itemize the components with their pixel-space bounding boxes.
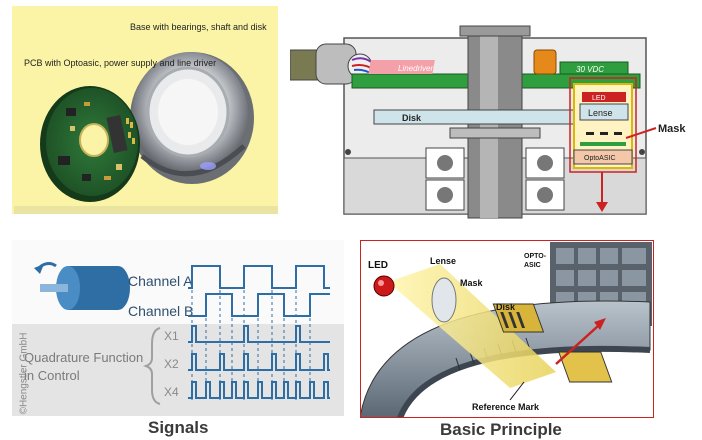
base-label: Base with bearings, shaft and disk [130,22,267,32]
lense-element [431,277,457,323]
signals-caption: Signals [148,418,209,437]
principle-reference-mark-label: Reference Mark [472,402,540,412]
principle-disk-label: Disk [496,302,516,312]
principle-led-label: LED [368,260,388,271]
basic-principle-panel: LED Lense Mask Disk OPTO- ASIC Reference… [360,240,654,418]
x4-waveform [188,381,330,399]
channel-a-waveform [188,265,330,289]
pcb-label: PCB with Optoasic, power supply and line… [24,58,216,68]
rotating-motor-icon [34,262,130,310]
pcb-photo [40,86,140,202]
signals-panel: Channel A Channel B X1 X2 X4 Quadrature … [12,240,344,416]
quadrature-label: Quadrature Function in Control [24,350,147,383]
x4-label: X4 [164,385,179,399]
mask-label: Mask [658,123,686,135]
x2-waveform [188,353,330,371]
channel-b-label: Channel B [128,303,193,319]
product-photo-panel: Base with bearings, shaft and disk PCB w… [12,6,278,214]
led-label: LED [592,95,606,102]
channel-a-label: Channel A [128,273,193,289]
detector-block [558,351,613,383]
light-beam [388,264,556,388]
linedriver-label: Linedriver [398,64,433,73]
principle-opto-asic-label: OPTO- ASIC [524,253,548,269]
disk-label: Disk [402,113,422,123]
x1-label: X1 [164,329,179,343]
vdc-label: 30 VDC [576,65,604,74]
principle-mask-label: Mask [460,278,484,288]
cross-section-diagram: Linedriver 30 VDC Disk LED Lense Opto [290,8,702,228]
x2-label: X2 [164,357,179,371]
x1-waveform [188,325,330,343]
encoder-base-photo [130,52,254,184]
optoasic-label: OptoASIC [584,155,616,162]
basic-principle-caption: Basic Principle [440,420,562,439]
copyright-text: ©Hengstler GmbH [18,332,30,415]
lense-label: Lense [588,108,613,118]
led-emitter [373,275,395,297]
principle-lense-label: Lense [430,256,456,266]
